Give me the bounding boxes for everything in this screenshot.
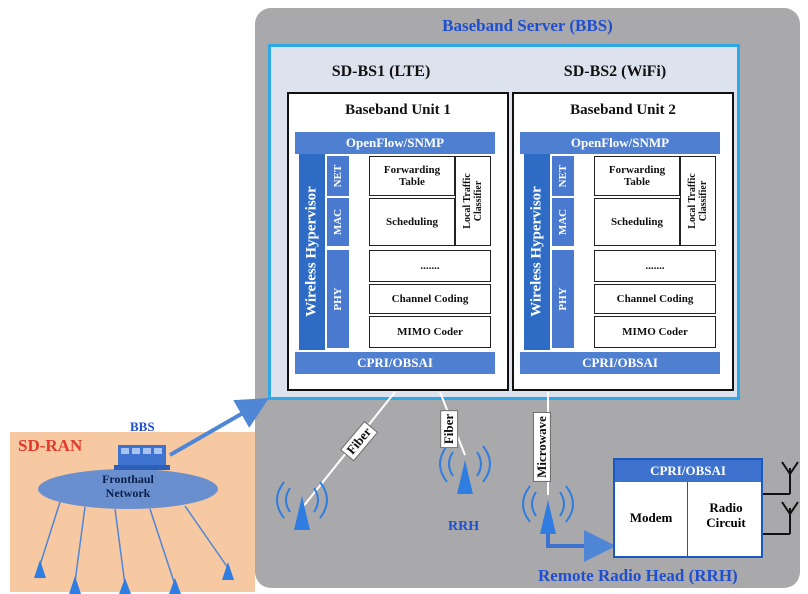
antenna-large-2 xyxy=(439,445,491,494)
baseband-unit-1: Baseband Unit 1 OpenFlow/SNMP Wireless H… xyxy=(287,92,509,391)
antenna-icon xyxy=(119,578,131,594)
mac-layer-1: MAC xyxy=(327,198,349,246)
forwarding-table-1-label: Forwarding Table xyxy=(383,164,441,188)
phy-ellipsis-2: ....... xyxy=(594,250,716,282)
scheduling-2-label: Scheduling xyxy=(611,216,663,228)
wireless-hypervisor-2: Wireless Hypervisor xyxy=(524,154,550,350)
antenna-icon xyxy=(34,560,46,578)
mimo-coder-2: MIMO Coder xyxy=(594,316,716,348)
rrh-label: RRH xyxy=(448,519,480,534)
sd-ran-title: SD-RAN xyxy=(18,436,83,455)
antenna-to-rrh-arrow-icon xyxy=(546,530,616,562)
baseband-server-title: Baseband Server (BBS) xyxy=(442,16,613,35)
radio-circuit-label: Radio Circuit xyxy=(690,500,762,530)
net-layer-1: NET xyxy=(327,156,349,196)
phy-ellipsis-1: ....... xyxy=(369,250,491,282)
fronthaul-line2: Network xyxy=(105,486,151,500)
mac-layer-2: MAC xyxy=(552,198,574,246)
microwave-label: Microwave xyxy=(532,412,551,482)
channel-coding-2: Channel Coding xyxy=(594,284,716,314)
phy-layer-1: PHY xyxy=(327,250,349,348)
mimo-coder-1: MIMO Coder xyxy=(369,316,491,348)
net-layer-2: NET xyxy=(552,156,574,196)
channel-coding-1-label: Channel Coding xyxy=(391,293,469,305)
bbs-to-server-arrow-icon xyxy=(169,398,269,457)
phy-ellipsis-1-label: ....... xyxy=(420,260,440,272)
cpri-obsai-bar-2: CPRI/OBSAI xyxy=(520,352,720,374)
baseband-unit-1-title: Baseband Unit 1 xyxy=(345,102,451,118)
phy-ellipsis-2-label: ....... xyxy=(645,260,665,272)
fronthaul-network-label: Fronthaul Network xyxy=(38,472,218,500)
mimo-coder-1-label: MIMO Coder xyxy=(397,326,463,338)
openflow-snmp-bar-2: OpenFlow/SNMP xyxy=(520,132,720,154)
radio-line2: Circuit xyxy=(706,515,746,530)
rrh-cpri-bar: CPRI/OBSAI xyxy=(615,460,761,482)
antenna-large-1 xyxy=(276,481,328,530)
mimo-coder-2-label: MIMO Coder xyxy=(622,326,688,338)
radio-line1: Radio xyxy=(709,500,743,515)
wireless-hypervisor-1: Wireless Hypervisor xyxy=(299,154,325,350)
fronthaul-network-ellipse xyxy=(38,469,218,509)
channel-coding-2-label: Channel Coding xyxy=(616,293,694,305)
openflow-snmp-bar-1: OpenFlow/SNMP xyxy=(295,132,495,154)
fronthaul-line1: Fronthaul xyxy=(102,472,154,486)
dipole-antenna-icon xyxy=(763,461,799,535)
server-rack-icon xyxy=(114,445,170,470)
forwarding-table-2: Forwarding Table xyxy=(594,156,680,196)
antenna-icon xyxy=(169,578,181,594)
rrh-divider xyxy=(687,482,688,556)
rrh-title: Remote Radio Head (RRH) xyxy=(538,566,738,585)
fronthaul-links xyxy=(39,501,229,586)
forwarding-table-2-label: Forwarding Table xyxy=(608,164,666,188)
channel-coding-1: Channel Coding xyxy=(369,284,491,314)
sd-bs1-title: SD-BS1 (LTE) xyxy=(331,63,431,80)
scheduling-2: Scheduling xyxy=(594,198,680,246)
phy-layer-2: PHY xyxy=(552,250,574,348)
antenna-icon xyxy=(69,576,81,594)
antenna-large-3 xyxy=(522,485,574,534)
sd-bs2-title: SD-BS2 (WiFi) xyxy=(563,63,667,80)
scheduling-1: Scheduling xyxy=(369,198,455,246)
forwarding-table-1: Forwarding Table xyxy=(369,156,455,196)
sd-ran-bbs-label: BBS xyxy=(130,419,155,434)
modem-label: Modem xyxy=(629,510,673,525)
sd-ran-antennas xyxy=(34,560,234,594)
cpri-obsai-bar-1: CPRI/OBSAI xyxy=(295,352,495,374)
fiber-label-2: Fiber xyxy=(440,409,459,449)
scheduling-1-label: Scheduling xyxy=(386,216,438,228)
baseband-unit-2-title: Baseband Unit 2 xyxy=(570,102,676,118)
baseband-unit-2: Baseband Unit 2 OpenFlow/SNMP Wireless H… xyxy=(512,92,734,391)
antenna-icon xyxy=(222,562,234,580)
